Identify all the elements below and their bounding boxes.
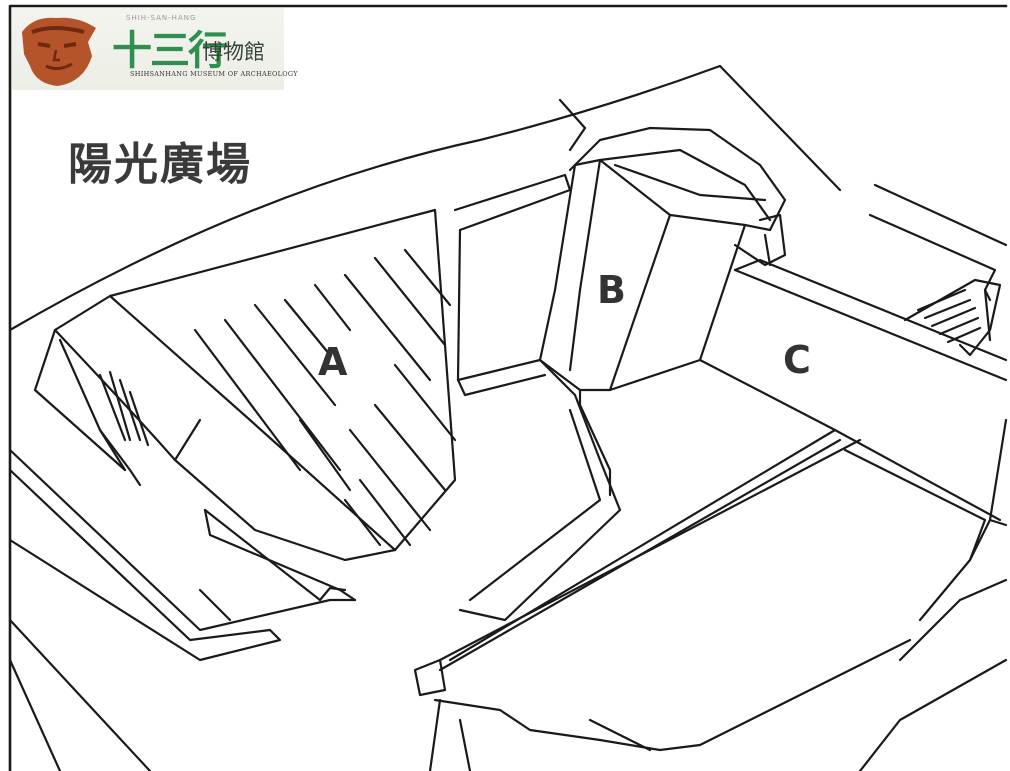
- zone-label-b: B: [597, 268, 626, 312]
- page-title: 陽光廣場: [68, 139, 252, 190]
- logo-museum: 博物館: [202, 40, 265, 64]
- logo-small-latin: SHIH-SAN-HANG: [126, 14, 197, 22]
- zone-label-c: C: [783, 338, 811, 382]
- archaeology-mask-icon: [22, 17, 96, 86]
- zone-label-a: A: [318, 340, 348, 384]
- logo-name: 十三行: [112, 27, 228, 74]
- museum-logo: SHIH-SAN-HANG 十三行 博物館 SHIHSANHANG MUSEUM…: [12, 8, 298, 90]
- logo-english-name: SHIHSANHANG MUSEUM OF ARCHAEOLOGY: [130, 70, 298, 78]
